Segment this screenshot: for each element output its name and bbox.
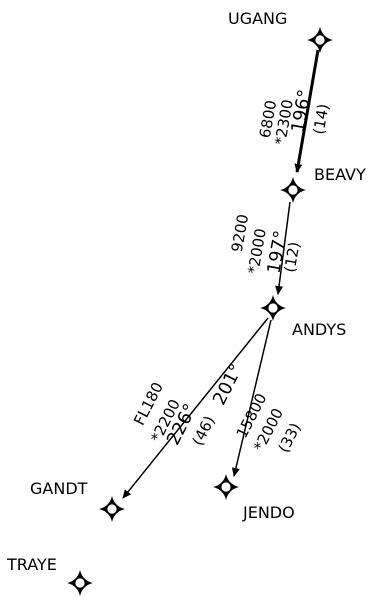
waypoint-traye-icon[interactable] <box>67 570 93 596</box>
waypoint-ugang-icon[interactable] <box>307 27 333 53</box>
waypoint-andys-icon[interactable] <box>260 295 286 321</box>
leg-andys-gandt-annotation: FL180 *2200 226° (46) <box>130 379 218 448</box>
leg-andys-jendo-annotation: 201° 15800 *2000 (33) <box>209 360 305 455</box>
waypoint-gandt-icon[interactable] <box>99 496 125 522</box>
route-andys-jendo <box>231 319 272 477</box>
waypoint-labels: UGANG BEAVY ANDYS GANDT JENDO TRAYE <box>6 9 366 574</box>
waypoint-label-beavy: BEAVY <box>314 165 366 184</box>
route-ugang-beavy <box>294 49 320 173</box>
leg-beavy-andys-annotation: 9200 *2000 197° (12) <box>228 213 304 275</box>
leg-ugang-beavy-distance: (14) <box>310 102 333 135</box>
waypoint-label-ugang: UGANG <box>228 9 287 28</box>
waypoint-label-jendo: JENDO <box>242 503 295 522</box>
leg-beavy-andys-distance: (12) <box>281 240 304 273</box>
route-beavy-andys <box>275 201 291 295</box>
waypoint-label-gandt: GANDT <box>30 479 88 498</box>
waypoint-label-andys: ANDYS <box>292 320 346 339</box>
route-andys-gandt <box>122 317 269 499</box>
waypoint-label-traye: TRAYE <box>6 555 57 574</box>
leg-ugang-beavy-annotation: 6800 *2300 196° (14) <box>256 88 333 146</box>
route-lines <box>122 49 320 499</box>
waypoint-beavy-icon[interactable] <box>280 177 306 203</box>
waypoint-jendo-icon[interactable] <box>213 474 239 500</box>
